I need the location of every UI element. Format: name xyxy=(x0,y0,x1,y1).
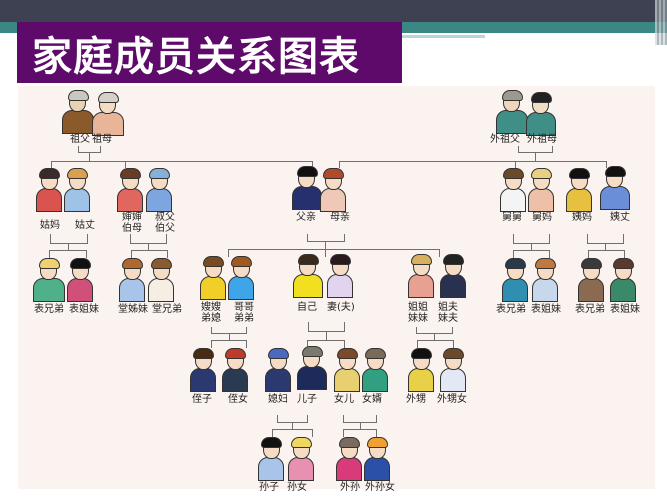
label-maternal-aunt: 姨妈 xyxy=(572,212,592,223)
label-paternal-uncle-1: 叔父 xyxy=(155,212,175,223)
person-maternal-aunt-figure xyxy=(566,168,592,212)
label-paternal-aunt-husband: 姑丈 xyxy=(75,220,95,231)
person-paternal-grandfather-figure xyxy=(62,90,94,134)
label-spouse: 妻(夫) xyxy=(327,302,355,313)
person-uncles-wife-figure xyxy=(117,168,143,212)
label-grandson: 孙子 xyxy=(259,482,279,493)
label-sister-2: 妹妹 xyxy=(408,313,428,324)
label-maternal-cousin-male-2: 表兄弟 xyxy=(575,304,605,315)
label-daughter-in-law: 媳妇 xyxy=(268,394,288,405)
label-brother-2: 弟弟 xyxy=(234,313,254,324)
label-maternal-uncle: 舅舅 xyxy=(502,212,522,223)
title-box: 家庭成员关系图表 xyxy=(17,22,402,83)
person-paternal-cousin-male-figure xyxy=(148,258,174,302)
label-cousin-female-paternal-aunt: 表姐妹 xyxy=(69,304,99,315)
person-maternal-cousin-male-figure xyxy=(502,258,528,302)
label-paternal-cousin-male: 堂兄弟 xyxy=(152,304,182,315)
person-maternal-cousin-female-figure xyxy=(532,258,558,302)
person-maternal-grandfather-figure xyxy=(496,90,528,134)
label-granddaughter: 孙女 xyxy=(287,482,307,493)
person-sister-in-law-figure xyxy=(200,256,226,300)
label-nephew: 侄子 xyxy=(192,394,212,405)
person-grandson-figure xyxy=(258,437,284,481)
person-paternal-aunt-husband-figure xyxy=(64,168,90,212)
person-daughter-figure xyxy=(334,348,360,392)
label-sisters-son: 外甥 xyxy=(406,394,426,405)
person-cousin-female-figure xyxy=(67,258,93,302)
person-daughter-in-law-figure xyxy=(265,348,291,392)
label-daughters-granddaughter: 外孙女 xyxy=(365,482,395,493)
person-self-figure xyxy=(293,254,323,298)
person-maternal-aunt-cousin-male-figure xyxy=(578,258,604,302)
label-paternal-cousin-female: 堂姊妹 xyxy=(118,304,148,315)
person-granddaughter-figure xyxy=(288,437,314,481)
label-brother-1: 哥哥 xyxy=(234,302,254,313)
person-son-in-law-figure xyxy=(362,348,388,392)
person-sister-figure xyxy=(408,254,434,298)
label-cousin-male-paternal-aunt: 表兄弟 xyxy=(34,304,64,315)
person-paternal-aunt-figure xyxy=(36,168,62,212)
person-spouse-figure xyxy=(327,254,353,298)
label-maternal-cousin-female-1: 表姐妹 xyxy=(531,304,561,315)
label-sister-in-law-1: 嫂嫂 xyxy=(201,302,221,313)
label-daughters-grandson: 外孙 xyxy=(340,482,360,493)
person-father-figure xyxy=(292,166,322,210)
person-maternal-aunt-husband-figure xyxy=(600,166,630,210)
label-sister-in-law-2: 弟媳 xyxy=(201,313,221,324)
person-maternal-uncle-figure xyxy=(500,168,526,212)
label-niece: 侄女 xyxy=(228,394,248,405)
label-maternal-cousin-male-1: 表兄弟 xyxy=(496,304,526,315)
label-mother: 母亲 xyxy=(330,212,350,223)
label-maternal-grandfather: 外祖父 xyxy=(490,134,520,145)
person-mother-figure xyxy=(320,168,346,212)
label-sister-1: 姐姐 xyxy=(408,302,428,313)
label-maternal-aunt-husband: 姨丈 xyxy=(610,212,630,223)
person-sister-husband-figure xyxy=(440,254,466,298)
person-maternal-grandmother-figure xyxy=(526,92,556,136)
person-niece-figure xyxy=(222,348,248,392)
person-daughters-grandson-figure xyxy=(336,437,362,481)
label-sister-husband-2: 妹夫 xyxy=(438,313,458,324)
person-maternal-uncle-wife-figure xyxy=(528,168,554,212)
label-paternal-aunt: 姑妈 xyxy=(40,220,60,231)
person-son-figure xyxy=(297,346,327,390)
label-maternal-uncle-wife: 舅妈 xyxy=(532,212,552,223)
person-nephew-figure xyxy=(190,348,216,392)
slide-edge-decoration xyxy=(655,0,667,45)
page-title: 家庭成员关系图表 xyxy=(32,33,360,80)
label-maternal-grandmother: 外祖母 xyxy=(527,134,557,145)
label-aunt-by-marriage-1: 婶婶 xyxy=(122,212,142,223)
person-paternal-cousin-female-figure xyxy=(119,258,145,302)
person-daughters-granddaughter-figure xyxy=(364,437,390,481)
label-son: 儿子 xyxy=(297,394,317,405)
label-paternal-uncle-2: 伯父 xyxy=(155,223,175,234)
label-grandmother: 祖母 xyxy=(92,134,112,145)
person-sisters-daughter-figure xyxy=(440,348,466,392)
label-aunt-by-marriage-2: 伯母 xyxy=(122,223,142,234)
person-maternal-aunt-cousin-female-figure xyxy=(610,258,636,302)
label-self: 自己 xyxy=(297,302,317,313)
person-sisters-son-figure xyxy=(408,348,434,392)
label-sisters-daughter: 外甥女 xyxy=(437,394,467,405)
label-father: 父亲 xyxy=(296,212,316,223)
person-brother-figure xyxy=(228,256,254,300)
label-grandfather: 祖父 xyxy=(70,134,90,145)
header-dark-band xyxy=(0,0,667,22)
label-sister-husband-1: 姐夫 xyxy=(438,302,458,313)
label-daughter: 女儿 xyxy=(334,394,354,405)
person-paternal-grandmother-figure xyxy=(92,92,124,136)
label-son-in-law: 女婿 xyxy=(362,394,382,405)
label-maternal-cousin-female-2: 表姐妹 xyxy=(610,304,640,315)
person-paternal-uncle-figure xyxy=(146,168,172,212)
person-cousin-male-figure xyxy=(33,258,65,302)
